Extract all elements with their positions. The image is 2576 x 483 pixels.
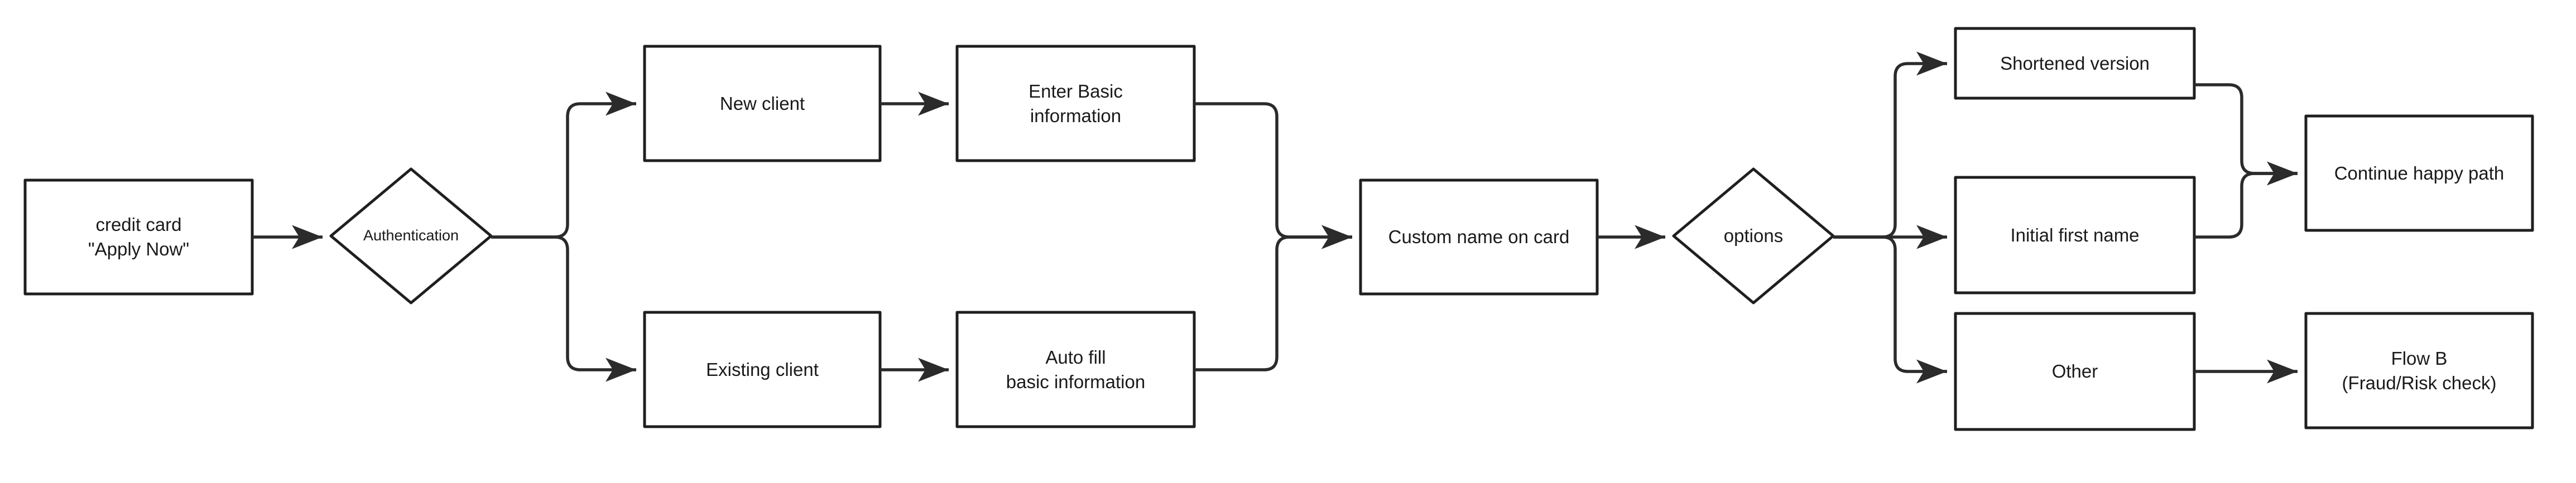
edge-options-to-shortened-version — [1833, 51, 1947, 239]
node-shape-enter-basic-information[interactable] — [955, 45, 1196, 162]
edge-enter-basic-information-to-custom-name — [1194, 102, 1352, 249]
node-shape-existing-client[interactable] — [643, 311, 882, 428]
node-shape-auto-fill-basic-information[interactable] — [955, 311, 1196, 428]
edge-shortened-version-to-continue-happy-path — [2194, 83, 2298, 186]
node-shape-continue-happy-path[interactable] — [2304, 114, 2534, 232]
node-shape-options[interactable] — [1672, 167, 1835, 305]
edge-options-to-other — [1833, 235, 1947, 384]
node-shape-initial-first-name[interactable] — [1954, 176, 2196, 294]
edge-authentication-to-existing-client — [491, 235, 636, 382]
edge-initial-first-name-to-continue-happy-path — [2194, 161, 2298, 239]
edge-auto-fill-to-custom-name — [1194, 225, 1352, 371]
node-shape-authentication[interactable] — [329, 167, 493, 305]
node-shape-new-client[interactable] — [643, 45, 882, 162]
edge-authentication-to-new-client — [491, 91, 636, 239]
node-shape-custom-name-on-card[interactable] — [1359, 178, 1599, 296]
node-shape-other[interactable] — [1954, 312, 2196, 431]
node-shape-apply-now[interactable] — [23, 178, 254, 296]
node-shape-flow-b[interactable] — [2304, 312, 2534, 429]
node-shape-shortened-version[interactable] — [1954, 27, 2196, 100]
